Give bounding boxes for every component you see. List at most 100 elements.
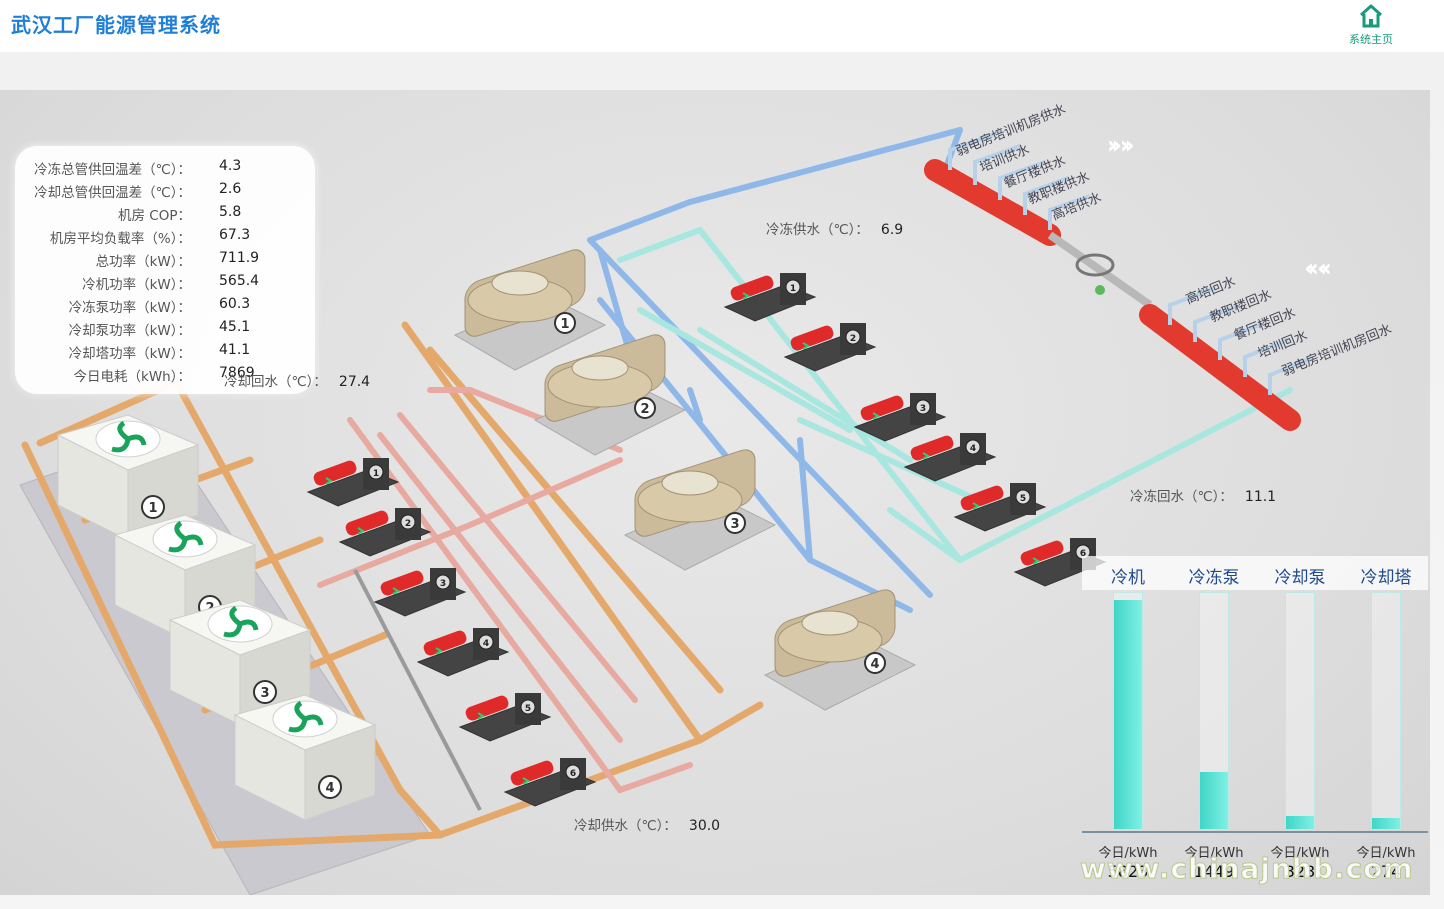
stat-value: 2.6 [219,181,242,197]
svg-text:4: 4 [483,639,489,649]
chilled-pump[interactable]: 1 [723,273,817,322]
bar-unit: 今日/kWh [1356,846,1416,861]
stat-row: 冷却总管供回温差（℃）： 2.6 [15,181,315,203]
run-indicator-icon [872,412,880,420]
svg-text:««: «« [1305,256,1331,280]
cooling-tower[interactable]: 1 [56,414,200,541]
stat-row: 机房 COP： 5.8 [15,204,315,226]
stat-label: 机房 COP： [118,208,191,224]
cooling-pump[interactable]: 5 [458,693,552,742]
chillers: 1 2 3 4 [453,246,917,711]
bar-value: 274 [1370,862,1402,881]
stat-value: 565.4 [219,273,260,289]
reading-value: 30.0 [688,818,721,834]
stat-label: 总功率（kW）： [95,254,191,270]
svg-text:4: 4 [325,781,334,796]
chilled-pump[interactable]: 5 [953,483,1047,532]
reading-value: 27.4 [338,374,371,390]
bar-fill [1200,772,1228,829]
run-indicator-icon [802,342,810,350]
stat-value: 45.1 [219,319,251,335]
chiller-unit[interactable]: 2 [533,331,687,456]
reading-label: 冷却供水（℃）： [574,818,677,834]
reading-label: 冷却回水（℃）： [224,374,327,390]
svg-text:3: 3 [730,517,739,532]
bar-value: 5823 [1107,862,1149,881]
bar-value: 323 [1284,862,1316,881]
bar-title: 冷机 [1111,568,1145,588]
svg-text:5: 5 [525,704,531,714]
stat-row: 冷机功率（kW）：565.4 [15,273,315,295]
svg-text:6: 6 [570,769,576,779]
cooling-pump[interactable]: 2 [338,508,432,557]
svg-text:5: 5 [1020,494,1026,504]
cooling-tower[interactable]: 4 [233,694,377,821]
home-icon [1359,4,1383,28]
svg-text:3: 3 [440,579,446,589]
watermark: www.chinajnhb.com [1080,852,1414,886]
cooling-pump[interactable]: 4 [416,628,510,677]
chilled-supply-reading: 冷冻供水（℃）： 6.9 [766,218,903,238]
run-indicator-icon [392,587,400,595]
top-header: 武汉工厂能源管理系统 系统主页 [0,0,1444,52]
run-indicator-icon [522,777,530,785]
stat-label: 冷却总管供回温差（℃）： [34,185,191,201]
bar-track [1113,592,1143,830]
bar-unit: 今日/kWh [1270,846,1330,861]
home-label: 系统主页 [1349,33,1393,46]
chiller-unit[interactable]: 1 [453,246,607,371]
chilled-pump[interactable]: 2 [783,323,877,372]
return-branch-label: 弱电房培训机房回水 [1280,321,1394,380]
chilled-pump[interactable]: 4 [903,433,997,482]
stat-row: 总功率（kW）： 711.9 [15,250,315,272]
stat-label: 今日电耗（kWh）： [73,369,191,385]
main-stage: »» «« 弱电房培训机房供水培训供水餐厅楼供水教职楼供水高培供水 高培回水教职… [0,52,1444,909]
stat-row: 冷冻泵功率（kW）：60.3 [15,296,315,318]
cooling-pump[interactable]: 3 [373,568,467,617]
bar-unit: 今日/kWh [1184,846,1244,861]
run-indicator-icon [742,292,750,300]
chiller-unit[interactable]: 3 [623,446,777,571]
chiller-unit[interactable]: 4 [763,586,917,711]
cooling-pump[interactable]: 1 [306,458,400,507]
stat-label: 冷却塔功率（kW）： [68,346,191,362]
stat-row: 机房平均负载率（%）：67.3 [15,227,315,249]
bar-title: 冷冻泵 [1188,568,1240,588]
bar-fill [1372,818,1400,829]
reading-label: 冷冻回水（℃）： [1130,489,1233,505]
bypass-pipe [353,569,482,811]
svg-text:2: 2 [640,402,649,417]
cooling-tower[interactable]: 2 [113,514,257,641]
reading-label: 冷冻供水（℃）： [766,222,869,238]
run-indicator-icon [435,647,443,655]
stat-label: 冷却泵功率（kW）： [68,323,191,339]
svg-text:1: 1 [560,317,569,332]
run-indicator-icon [1032,557,1040,565]
svg-text:»»: »» [1108,133,1134,157]
home-button[interactable]: 系统主页 [1340,2,1402,48]
svg-text:1: 1 [790,284,796,294]
stat-value: 711.9 [219,250,260,266]
flow-arrows: »» «« [1108,133,1332,281]
bar-track [1285,592,1315,830]
run-indicator-icon [325,477,333,485]
bar-fill [1286,816,1314,829]
header-branches [948,130,1313,395]
stat-value: 5.8 [219,204,242,220]
chilled-pump[interactable]: 3 [853,393,947,442]
stat-value: 7869 [219,365,255,381]
chilled-return-pipes [617,226,1293,563]
stat-value: 41.1 [219,342,251,358]
run-indicator-icon [972,502,980,510]
stat-row: 冷冻总管供回温差（℃）：4.3 [15,158,315,180]
cooling-pump[interactable]: 6 [503,758,597,807]
svg-text:4: 4 [970,444,976,454]
reading-value: 6.9 [880,222,904,238]
run-indicator-icon [922,452,930,460]
bar-track [1371,592,1401,830]
stat-label: 机房平均负载率（%）： [49,231,191,247]
svg-text:2: 2 [850,334,856,344]
